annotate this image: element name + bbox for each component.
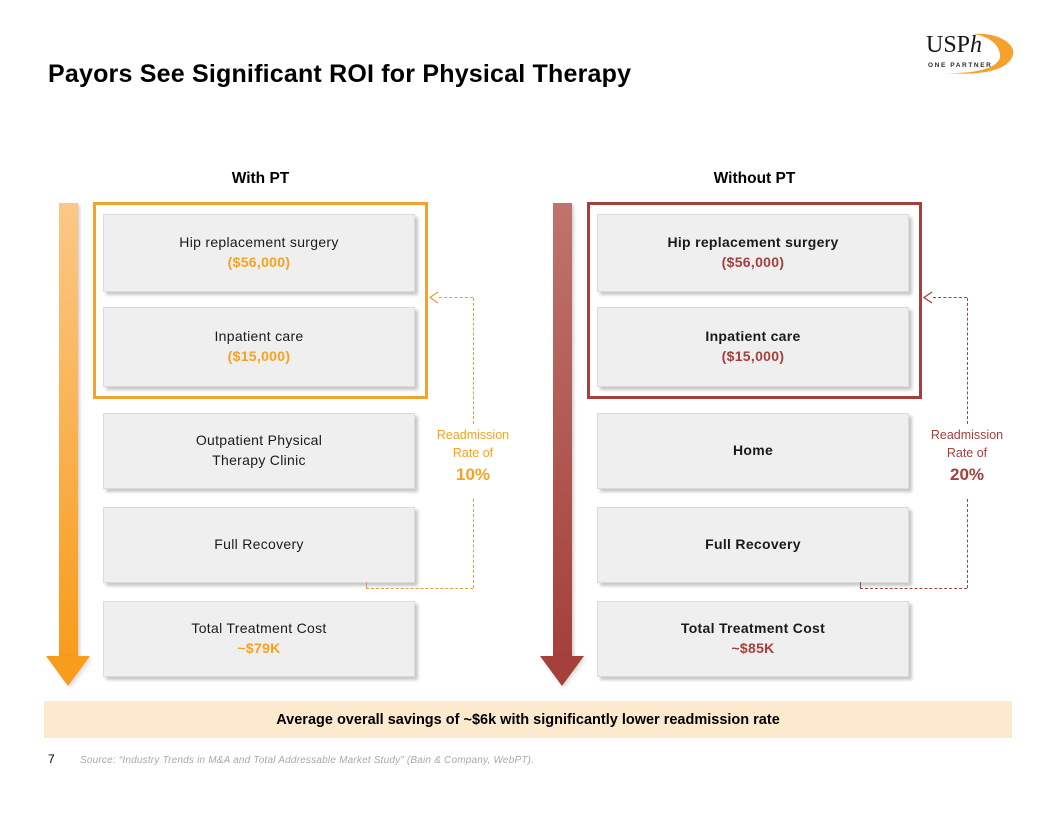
dashed-connector-bottom: [366, 588, 473, 589]
flow-box-hip-surgery: Hip replacement surgery ($56,000): [597, 214, 909, 292]
box-title: Inpatient care: [705, 328, 801, 345]
left-arrowhead-icon: [923, 291, 933, 304]
page-number: 7: [48, 752, 55, 766]
dashed-connector-lower: [473, 499, 474, 588]
box-title: Inpatient care: [214, 328, 304, 345]
source-note: Source: “Industry Trends in M&A and Tota…: [80, 755, 535, 766]
down-arrow-head-icon: [46, 656, 90, 686]
with-pt-header: With PT: [231, 170, 290, 187]
box-value: ($56,000): [227, 254, 291, 270]
box-title: Full Recovery: [705, 536, 801, 553]
box-title: Full Recovery: [214, 536, 304, 553]
box-title: Total Treatment Cost: [680, 620, 826, 637]
flow-box-inpatient-care: Inpatient care ($15,000): [597, 307, 909, 387]
box-title: Hip replacement surgery: [179, 234, 339, 251]
box-title: Hip replacement surgery: [667, 234, 839, 251]
readmission-annotation: Readmission Rate of 20%: [910, 426, 1024, 485]
dashed-connector-top: [439, 297, 473, 298]
logo-wordmark: USPh: [926, 32, 982, 59]
readmission-annotation: Readmission Rate of 10%: [416, 426, 530, 485]
flow-box-inpatient-care: Inpatient care ($15,000): [103, 307, 415, 387]
readmission-label-line1: Readmission: [436, 428, 510, 442]
box-value: ($15,000): [227, 348, 291, 364]
savings-banner: Average overall savings of ~$6k with sig…: [44, 701, 1012, 738]
savings-banner-text: Average overall savings of ~$6k with sig…: [276, 711, 780, 728]
flow-box-full-recovery: Full Recovery: [103, 507, 415, 583]
readmission-rate-value: 20%: [949, 465, 985, 485]
box-value: ($15,000): [721, 348, 785, 364]
dashed-connector-upper: [473, 298, 474, 424]
readmission-label-line2: Rate of: [452, 446, 494, 461]
readmission-group-frame: [587, 202, 922, 399]
logo-wordmark-italic: h: [970, 32, 983, 58]
without-pt-header: Without PT: [713, 170, 796, 187]
dashed-connector-upper: [967, 298, 968, 424]
logo-swoosh-icon: [946, 33, 1014, 74]
dashed-connector-top: [933, 297, 967, 298]
readmission-label-line1: Readmission: [930, 428, 1004, 442]
flow-box-total-cost: Total Treatment Cost ~$79K: [103, 601, 415, 677]
left-arrowhead-icon: [429, 291, 439, 304]
flow-box-outpatient-pt: Outpatient Physical Therapy Clinic: [103, 413, 415, 489]
box-value: ~$79K: [237, 640, 281, 656]
readmission-group-frame: [93, 202, 428, 399]
box-value: ~$85K: [731, 640, 775, 656]
box-title: Outpatient Physical: [195, 432, 323, 449]
readmission-label-line2: Rate of: [946, 446, 988, 461]
down-arrow-head-icon: [540, 656, 584, 686]
dashed-connector-stub: [366, 582, 367, 588]
slide-title: Payors See Significant ROI for Physical …: [48, 60, 632, 88]
dashed-connector-bottom: [860, 588, 967, 589]
down-arrow-shaft: [59, 203, 78, 656]
usph-logo: USPh ONE PARTNER: [916, 24, 1016, 80]
box-value: ($56,000): [721, 254, 785, 270]
flow-box-total-cost: Total Treatment Cost ~$85K: [597, 601, 909, 677]
with-pt-column: With PT Hip replacement surgery ($56,000…: [46, 0, 536, 700]
box-title: Home: [732, 442, 774, 459]
logo-tagline: ONE PARTNER: [928, 62, 993, 69]
dashed-connector-lower: [967, 499, 968, 588]
without-pt-column: Without PT Hip replacement surgery ($56,…: [540, 0, 1030, 700]
readmission-rate-value: 10%: [455, 465, 491, 485]
flow-box-full-recovery: Full Recovery: [597, 507, 909, 583]
dashed-connector-stub: [860, 582, 861, 588]
logo-wordmark-regular: USP: [926, 32, 971, 58]
box-title: Total Treatment Cost: [191, 620, 327, 637]
flow-box-hip-surgery: Hip replacement surgery ($56,000): [103, 214, 415, 292]
box-title-line2: Therapy Clinic: [212, 452, 306, 468]
down-arrow-shaft: [553, 203, 572, 656]
flow-box-home: Home: [597, 413, 909, 489]
